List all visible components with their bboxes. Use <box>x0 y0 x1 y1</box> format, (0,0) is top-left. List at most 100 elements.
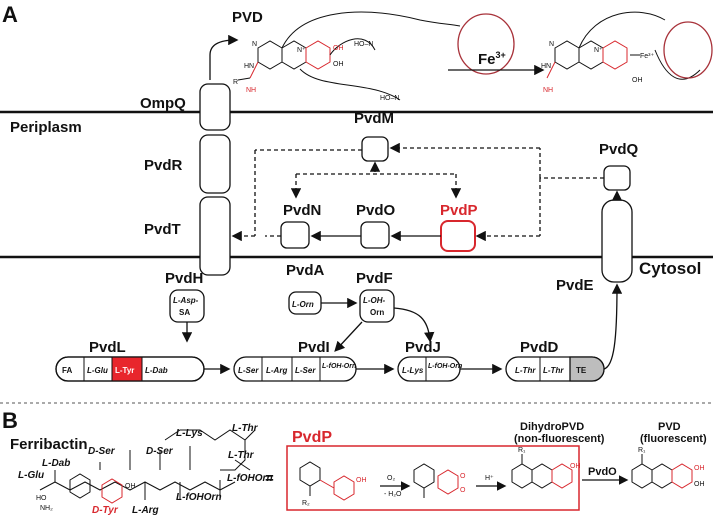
svg-text:OH: OH <box>125 483 136 490</box>
svg-text:NH₂: NH₂ <box>40 505 53 512</box>
ompq-label: OmpQ <box>140 95 186 112</box>
svg-text:R₁: R₁ <box>518 447 526 454</box>
pvdp-reaction-box <box>286 445 580 511</box>
res-larg: L-Arg <box>132 505 159 515</box>
nrps-chain: PvdL FA L-Glu L-Tyr L-Dab PvdI L-Ser L-A… <box>55 283 623 382</box>
hplus-label: H⁺ <box>485 475 494 482</box>
svg-text:HO–N: HO–N <box>354 41 373 48</box>
svg-text:R: R <box>233 79 238 86</box>
pvdd-mod-te: TE <box>576 366 587 375</box>
pvdj-label: PvdJ <box>405 339 441 356</box>
pvdf-box <box>359 289 395 323</box>
pvdi-label: PvdI <box>298 339 330 356</box>
pvdr-label: PvdR <box>144 157 183 174</box>
pvdf-sub2: Orn <box>370 308 384 317</box>
pvdo-box <box>360 221 390 249</box>
pvdp-intermediate <box>413 463 459 498</box>
svg-text:OH: OH <box>570 463 581 470</box>
pvdp-b-label: PvdP <box>292 429 332 446</box>
fe-label: Fe3+ <box>478 50 506 68</box>
svg-text:N⁺: N⁺ <box>594 47 603 54</box>
pvd-fe-peptide-circle <box>663 21 713 79</box>
pvdt-box <box>199 196 231 276</box>
svg-text:O: O <box>460 473 466 480</box>
pvdh-label: PvdH <box>165 270 203 287</box>
pvde-label: PvdE <box>556 277 594 294</box>
pvdm-box <box>361 136 389 162</box>
svg-text:HO–N: HO–N <box>380 95 399 102</box>
svg-text:HN: HN <box>244 63 254 70</box>
pvd-label: PVD <box>232 9 263 26</box>
pvdi-mod-ser2: L-Ser <box>295 366 316 375</box>
svg-text:Fe³⁺: Fe³⁺ <box>640 53 655 60</box>
dihydropvd-structure <box>511 454 573 489</box>
svg-text:NH: NH <box>543 87 553 94</box>
pvdm-label: PvdM <box>354 110 394 127</box>
pvdo-label: PvdO <box>356 202 396 219</box>
pvdi-mod-orn: L-fOH-Orn <box>322 363 356 370</box>
res-lfohorn1: L-fOHOrn <box>227 473 273 484</box>
pvd-fe-complex <box>546 11 701 80</box>
res-dser1: D-Ser <box>88 446 116 457</box>
pvdd-mod-thr2: L-Thr <box>543 366 564 375</box>
svg-text:O: O <box>460 487 466 494</box>
pvd-structure <box>631 454 693 489</box>
pvdn-box <box>280 221 310 249</box>
pvd-b-label: PVD <box>658 421 681 433</box>
h2o-label: - H₂O <box>384 491 402 498</box>
pvda-sub: L-Orn <box>292 300 314 309</box>
ferribactin-label: Ferribactin <box>10 436 88 453</box>
pvdi-mod-ser1: L-Ser <box>238 366 259 375</box>
svg-text:R₁: R₁ <box>638 447 646 454</box>
pvdl-mod-fa: FA <box>62 366 72 375</box>
panel-a-letter: A <box>2 2 18 27</box>
svg-text:OH: OH <box>694 465 705 472</box>
svg-text:N: N <box>252 41 257 48</box>
res-dser2: D-Ser <box>146 446 174 457</box>
svg-text:N: N <box>549 41 554 48</box>
svg-text:OH: OH <box>333 61 344 68</box>
pvdh-box <box>169 289 205 323</box>
periplasm-label: Periplasm <box>10 119 82 136</box>
svg-text:R₂: R₂ <box>302 500 310 507</box>
pvdj-mod-lys: L-Lys <box>402 366 424 375</box>
pvdp-label: PvdP <box>440 202 478 219</box>
pvdl-label: PvdL <box>89 339 126 356</box>
dihydro-label: DihydroPVD <box>520 421 584 433</box>
pvd-peptide-circle <box>457 13 515 75</box>
pvdi-mod-arg: L-Arg <box>266 366 287 375</box>
svg-text:N⁺: N⁺ <box>297 47 306 54</box>
pvdh-sub2: SA <box>179 308 190 317</box>
svg-text:NH: NH <box>246 87 256 94</box>
res-llys: L-Lys <box>176 428 203 439</box>
res-dtyr: D-Tyr <box>92 505 119 515</box>
pvdp-substrate <box>299 461 355 501</box>
ompq-export-arrow <box>209 34 239 80</box>
svg-text:OH: OH <box>356 477 367 484</box>
equals-sign: = <box>265 470 274 487</box>
pvd-molecule <box>237 11 461 101</box>
pvdd-label: PvdD <box>520 339 559 356</box>
svg-text:OH: OH <box>333 45 344 52</box>
pvdq-label: PvdQ <box>599 141 639 158</box>
panel-b-letter: B <box>2 408 18 433</box>
cytosol-label: Cytosol <box>639 259 701 278</box>
pvdr-box <box>199 134 231 194</box>
pvdl-mod-dab: L-Dab <box>145 366 168 375</box>
pvdp-box <box>440 220 476 252</box>
pvda-label: PvdA <box>286 262 325 279</box>
res-ldab: L-Dab <box>42 458 70 469</box>
res-lthr1: L-Thr <box>232 423 259 434</box>
svg-text:HN: HN <box>541 63 551 70</box>
pvdh-sub1: L-Asp- <box>173 296 199 305</box>
svg-text:OH: OH <box>632 77 643 84</box>
pvdl-mod-tyr: L-Tyr <box>115 366 134 375</box>
res-lfohorn2: L-fOHOrn <box>176 492 222 503</box>
res-lglu: L-Glu <box>18 470 44 481</box>
pvdo-b-label: PvdO <box>588 466 617 478</box>
pvdj-mod-orn: L-fOH-Orn <box>428 363 462 370</box>
pvdt-label: PvdT <box>144 221 181 238</box>
svg-text:OH: OH <box>694 481 705 488</box>
ompq-box <box>199 83 231 131</box>
